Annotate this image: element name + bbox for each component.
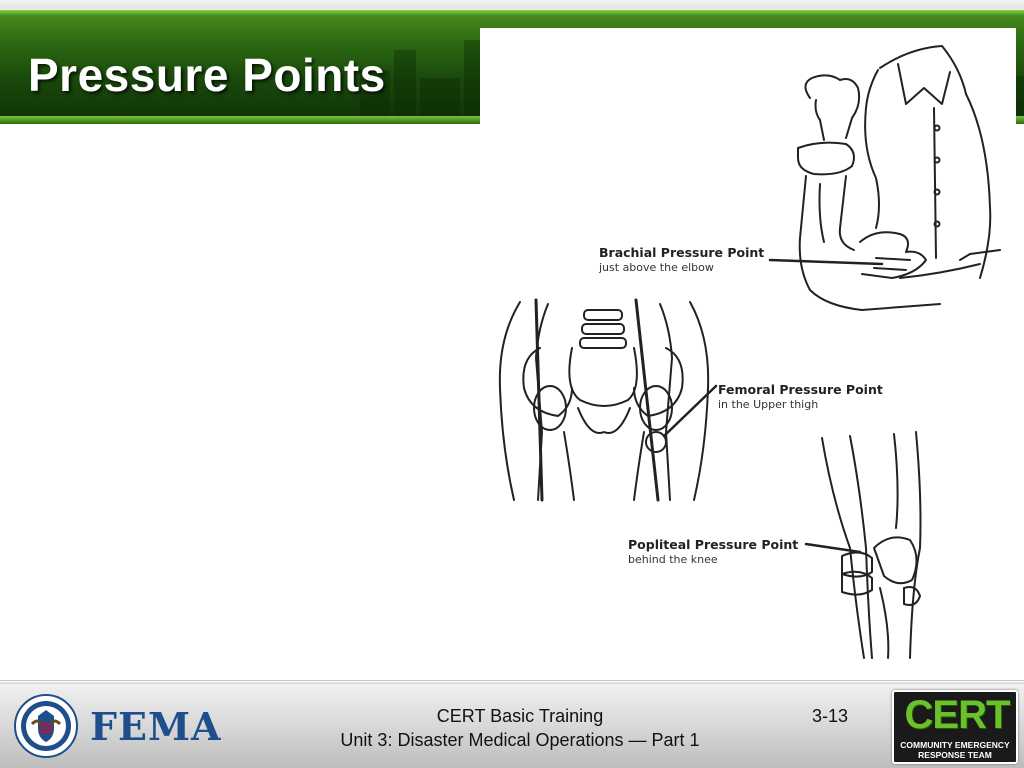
popliteal-callout-subtitle: behind the knee <box>628 553 718 566</box>
anatomy-drawing <box>498 45 1001 659</box>
cert-logo-line2: RESPONSE TEAM <box>918 750 992 760</box>
pressure-points-illustration: Brachial Pressure Point just above the e… <box>480 28 1016 668</box>
course-title: CERT Basic Training <box>436 706 604 726</box>
footer-course-info: CERT Basic Training Unit 3: Disaster Med… <box>300 704 740 752</box>
unit-title: Unit 3: Disaster Medical Operations — Pa… <box>340 730 700 750</box>
femoral-marker <box>645 431 667 453</box>
cert-logo: CERT COMMUNITY EMERGENCY RESPONSE TEAM <box>892 690 1018 764</box>
brachial-callout-title: Brachial Pressure Point <box>599 245 765 260</box>
knee-drawing <box>821 431 922 659</box>
dhs-seal-icon <box>14 694 78 758</box>
femoral-callout-title: Femoral Pressure Point <box>718 382 883 397</box>
pelvis-drawing <box>498 301 710 501</box>
femoral-callout-subtitle: in the Upper thigh <box>718 398 819 411</box>
header-stripe-top <box>0 10 1024 16</box>
brachial-callout-subtitle: just above the elbow <box>599 261 714 274</box>
page-number: 3-13 <box>812 706 849 726</box>
cert-logo-line1: COMMUNITY EMERGENCY <box>900 740 1010 750</box>
femoral-pointer-line <box>662 384 718 438</box>
fema-logo: FEMA <box>90 704 222 749</box>
brachial-pointer-line <box>768 258 884 266</box>
page-title: Pressure Points <box>28 49 386 101</box>
cert-logo-word: CERT <box>904 693 1011 737</box>
popliteal-callout-title: Popliteal Pressure Point <box>628 537 799 552</box>
footer-divider <box>0 681 1024 684</box>
brachial-arm-drawing <box>797 45 1001 311</box>
slide-footer <box>0 680 1024 768</box>
popliteal-pointer-line <box>804 542 862 554</box>
